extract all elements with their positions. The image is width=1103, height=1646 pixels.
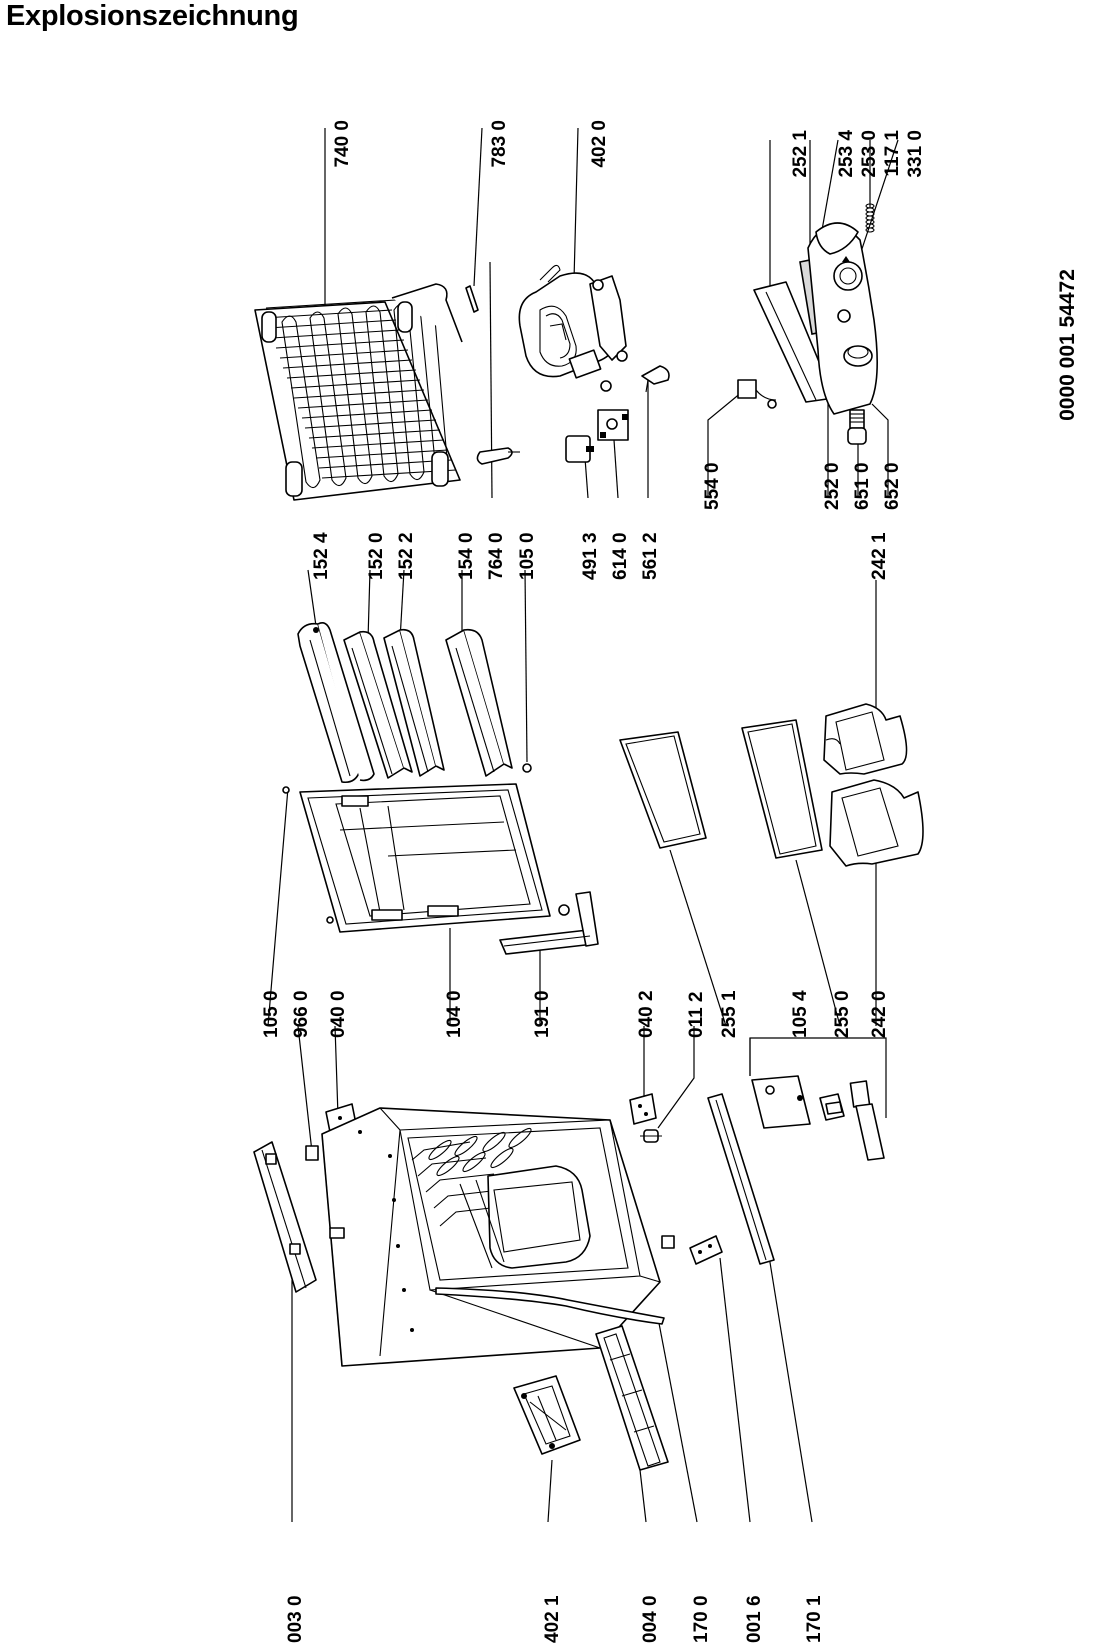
foot [640,1129,662,1143]
hinge-kit [751,1075,885,1161]
glass-shelf [741,719,823,859]
part-label: 614 0 [610,532,631,580]
part-label: 651 0 [852,462,873,510]
document-number: 0000 001 54472 [1056,269,1079,421]
part-label: 561 2 [640,532,661,580]
spring [865,203,875,233]
part-label: 152 0 [366,532,387,580]
part-label: 491 3 [580,532,601,580]
door-shelf-bottle [297,622,375,784]
part-label: 331 0 [905,130,926,178]
part-label: 764 0 [486,532,507,580]
cabinet [321,1107,665,1367]
part-label: 783 0 [489,120,510,168]
part-label: 652 0 [882,462,903,510]
hinge-plate [629,1093,657,1125]
part-label: 402 1 [542,1595,563,1643]
start-relay [597,409,629,441]
filter-dryer [476,447,520,465]
door-handle-bar [707,1093,775,1265]
page-title: Explosionszeichnung [6,0,299,32]
part-label: 252 0 [822,462,843,510]
crisper-drawer [829,779,924,867]
screw [282,786,290,794]
part-label: 117 1 [882,130,903,177]
part-label: 554 0 [702,462,723,510]
compressor [518,264,628,392]
fan-cover [513,1375,581,1455]
capillary-tube [465,285,479,313]
door-shelf [383,628,445,777]
thermostat-housing [807,222,878,415]
door [299,783,570,933]
latch [305,1145,319,1161]
crisper-drawer [823,703,908,775]
part-label: 104 0 [444,990,465,1038]
part-label: 003 0 [285,1595,306,1643]
part-label: 740 0 [332,120,353,168]
part-label: 105 0 [517,532,538,580]
part-label: 255 1 [719,990,740,1038]
door-shelf [343,630,413,779]
part-label: 040 0 [328,990,349,1038]
part-label: 105 4 [790,990,811,1038]
screw [522,763,532,773]
part-label: 170 1 [804,1595,825,1643]
glass-shelf [619,731,707,849]
part-label: 154 0 [456,532,477,580]
cable-clip [641,365,670,393]
part-label: 253 4 [836,130,857,178]
bottom-rail [595,1325,669,1471]
part-label: 255 0 [832,990,853,1038]
part-label: 152 2 [396,532,417,580]
part-label: 040 2 [636,990,657,1038]
part-label: 105 0 [261,990,282,1038]
light-bulb [847,409,867,445]
part-label: 252 1 [790,130,811,178]
part-label: 966 0 [291,990,312,1038]
part-label: 191 0 [532,990,553,1038]
part-label: 402 0 [589,120,610,168]
part-label: 011 2 [686,992,707,1039]
part-label: 152 4 [311,532,332,580]
door-shelf [445,628,513,777]
part-label: 242 1 [869,532,890,580]
part-label: 170 0 [691,1595,712,1643]
bottom-hinge [661,1235,723,1265]
part-label: 242 0 [869,990,890,1038]
door-gasket-bar [499,891,599,955]
condenser-grid [254,283,463,501]
relay-cover [565,435,594,463]
screw [326,916,334,924]
top-cover [253,1141,317,1293]
lamp-connector [737,379,777,409]
part-label: 004 0 [640,1595,661,1643]
part-label: 001 6 [744,1595,765,1643]
